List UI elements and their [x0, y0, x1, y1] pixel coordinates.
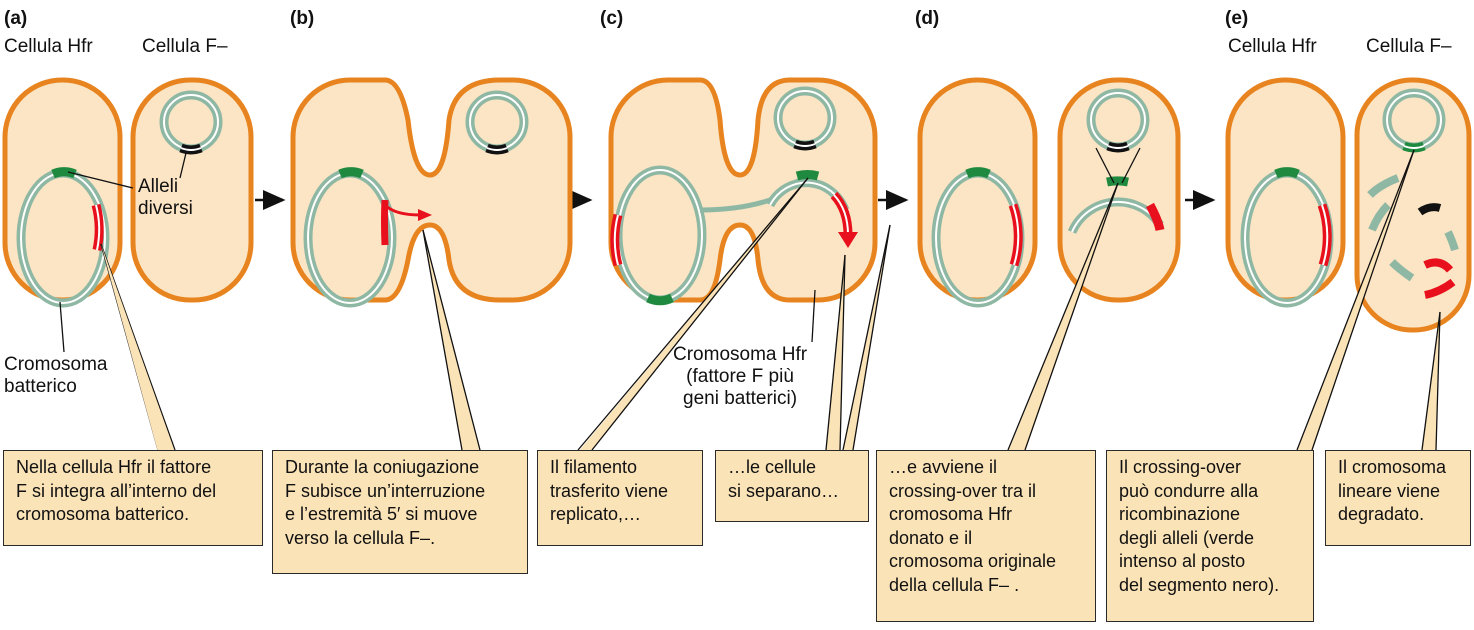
hfr-cell-label: Cellula Hfr	[1228, 36, 1317, 57]
note-crossing-over: …e avviene il crossing-over tra il cromo…	[876, 450, 1096, 622]
degraded-fragment	[1424, 278, 1456, 299]
degraded-fragment	[1367, 174, 1400, 198]
degraded-fragment	[1444, 230, 1459, 252]
bacterial-chromosome-label: Cromosoma batterico	[4, 354, 108, 397]
note-replication: Il filamento trasferito viene replicato,…	[537, 450, 703, 546]
panel-letter-c: (c)	[600, 8, 624, 29]
panel-letter-d: (d)	[915, 8, 940, 29]
note-recombination: Il crossing-over può condurre alla ricom…	[1106, 450, 1314, 622]
alleles-label: Alleli diversi	[138, 176, 193, 219]
f-minus-cell	[1354, 77, 1472, 333]
panel-a	[2, 77, 254, 452]
f-minus-cell-label: Cellula F–	[1366, 36, 1452, 57]
panel-e	[1225, 77, 1472, 452]
hfr-chromosome-label: Cromosoma Hfr (fattore F più geni batter…	[673, 344, 808, 409]
hfr-cell-label: Cellula Hfr	[4, 36, 93, 57]
panel-letter-e: (e)	[1225, 8, 1249, 29]
f-factor-transfer	[381, 199, 389, 246]
degraded-fragment	[1423, 258, 1454, 273]
note-degradation: Il cromosoma lineare viene degradato.	[1325, 450, 1471, 546]
f-minus-cell-label: Cellula F–	[142, 36, 228, 57]
panel-letter-b: (b)	[290, 8, 315, 29]
note-integration: Nella cellula Hfr il fattore F si integr…	[3, 450, 263, 546]
f-minus-cell	[1057, 77, 1181, 303]
degraded-fragment	[1389, 259, 1415, 282]
panel-b	[290, 77, 573, 452]
panel-letter-a: (a)	[4, 8, 28, 29]
degraded-fragment	[1368, 202, 1391, 232]
degraded-fragment	[1417, 203, 1442, 216]
panel-c	[577, 77, 891, 452]
note-separation: …le cellule si separano…	[715, 450, 869, 522]
conjugating-cells	[290, 77, 573, 303]
note-conjugation: Durante la coniugazione F subisce un’int…	[272, 450, 528, 574]
panel-d	[917, 77, 1181, 452]
